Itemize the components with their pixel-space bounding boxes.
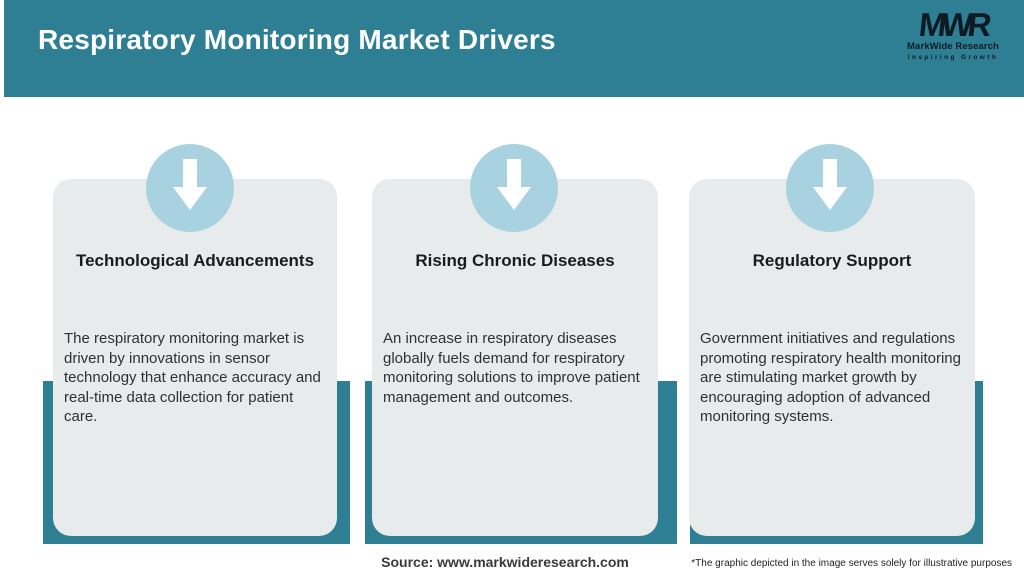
source-text: Source: www.markwideresearch.com bbox=[381, 554, 629, 570]
down-arrow-icon bbox=[813, 159, 847, 210]
driver-card-rising-chronic-diseases: Rising Chronic Diseases An increase in r… bbox=[372, 179, 658, 536]
logo-name: MarkWide Research bbox=[907, 41, 999, 52]
disclaimer-text: *The graphic depicted in the image serve… bbox=[691, 558, 1012, 569]
card-title: Rising Chronic Diseases bbox=[415, 251, 615, 270]
card-description: An increase in respiratory diseases glob… bbox=[383, 330, 640, 406]
down-arrow-icon bbox=[497, 159, 531, 210]
driver-card-technological-advancements: Technological Advancements The respirato… bbox=[53, 179, 337, 536]
markwide-logo: MWR MarkWide Research Inspiring Growth bbox=[898, 6, 1008, 61]
card-icon-circle bbox=[470, 144, 558, 232]
logo-tagline: Inspiring Growth bbox=[907, 54, 999, 61]
card-title: Regulatory Support bbox=[752, 251, 912, 270]
card-description: The respiratory monitoring market is dri… bbox=[64, 330, 321, 425]
header-bar: Respiratory Monitoring Market Drivers MW… bbox=[4, 0, 1024, 97]
card-icon-circle bbox=[146, 144, 234, 232]
card-title: Technological Advancements bbox=[75, 251, 315, 270]
page-title: Respiratory Monitoring Market Drivers bbox=[38, 24, 556, 55]
card-icon-circle bbox=[786, 144, 874, 232]
driver-card-regulatory-support: Regulatory Support Government initiative… bbox=[689, 179, 975, 536]
down-arrow-icon bbox=[173, 159, 207, 210]
card-description: Government initiatives and regulations p… bbox=[700, 330, 961, 425]
logo-monogram-icon: MWR bbox=[917, 6, 989, 43]
